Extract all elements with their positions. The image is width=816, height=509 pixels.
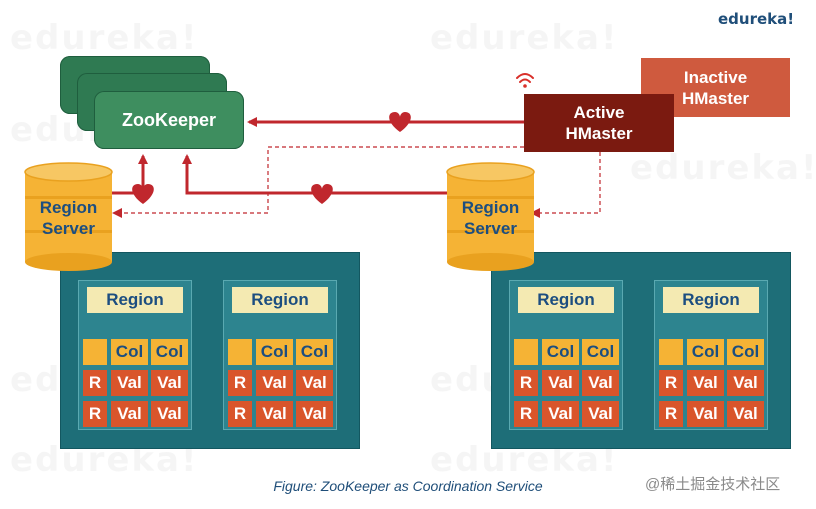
value-cell: Val (582, 370, 619, 396)
row-key-cell: R (83, 370, 107, 396)
value-cell: Val (687, 401, 724, 427)
hmaster-right-server-dashed (530, 152, 601, 218)
column-cell: Col (727, 339, 764, 365)
empty-cell (83, 339, 107, 365)
region-block: Region Col Col R Val Val R Val Val (78, 280, 192, 430)
brand-logo: edureka! (718, 10, 795, 28)
region-server-label-left: Region Server (39, 198, 98, 238)
value-cell: Val (582, 401, 619, 427)
empty-cell (659, 339, 683, 365)
wifi-signal-icon (516, 73, 534, 88)
credit-watermark: @稀土掘金技术社区 (645, 476, 781, 493)
value-cell: Val (296, 370, 333, 396)
region-title: Region (663, 287, 759, 313)
row-key-cell: R (228, 370, 252, 396)
zookeeper-node: ZooKeeper (94, 91, 244, 149)
right-server-zookeeper-arrow (182, 154, 447, 195)
value-cell: Val (296, 401, 333, 427)
value-cell: Val (111, 370, 148, 396)
column-cell: Col (111, 339, 148, 365)
column-cell: Col (542, 339, 579, 365)
region-title: Region (232, 287, 328, 313)
figure-caption: Figure: ZooKeeper as Coordination Servic… (273, 478, 543, 494)
heartbeat-icon (311, 184, 333, 204)
hmaster-left-server-dashed (112, 146, 524, 218)
value-cell: Val (727, 401, 764, 427)
region-server-drum-left (24, 162, 113, 271)
value-cell: Val (687, 370, 724, 396)
row-key-cell: R (228, 401, 252, 427)
heartbeat-icon (132, 184, 154, 204)
column-cell: Col (256, 339, 293, 365)
heartbeat-icon (389, 112, 411, 132)
value-cell: Val (151, 401, 188, 427)
column-cell: Col (582, 339, 619, 365)
row-key-cell: R (514, 401, 538, 427)
value-cell: Val (111, 401, 148, 427)
value-cell: Val (256, 401, 293, 427)
column-cell: Col (296, 339, 333, 365)
value-cell: Val (151, 370, 188, 396)
row-key-cell: R (659, 401, 683, 427)
region-block: Region Col Col R Val Val R Val Val (223, 280, 337, 430)
region-block: Region Col Col R Val Val R Val Val (654, 280, 768, 430)
region-server-label-right: Region Server (461, 198, 520, 238)
row-key-cell: R (514, 370, 538, 396)
row-key-cell: R (83, 401, 107, 427)
row-key-cell: R (659, 370, 683, 396)
empty-cell (514, 339, 538, 365)
region-block: Region Col Col R Val Val R Val Val (509, 280, 623, 430)
value-cell: Val (542, 370, 579, 396)
region-title: Region (518, 287, 614, 313)
value-cell: Val (727, 370, 764, 396)
empty-cell (228, 339, 252, 365)
value-cell: Val (256, 370, 293, 396)
value-cell: Val (542, 401, 579, 427)
column-cell: Col (687, 339, 724, 365)
column-cell: Col (151, 339, 188, 365)
region-title: Region (87, 287, 183, 313)
region-server-drum-right (446, 162, 535, 271)
active-hmaster: Active HMaster (524, 94, 674, 152)
